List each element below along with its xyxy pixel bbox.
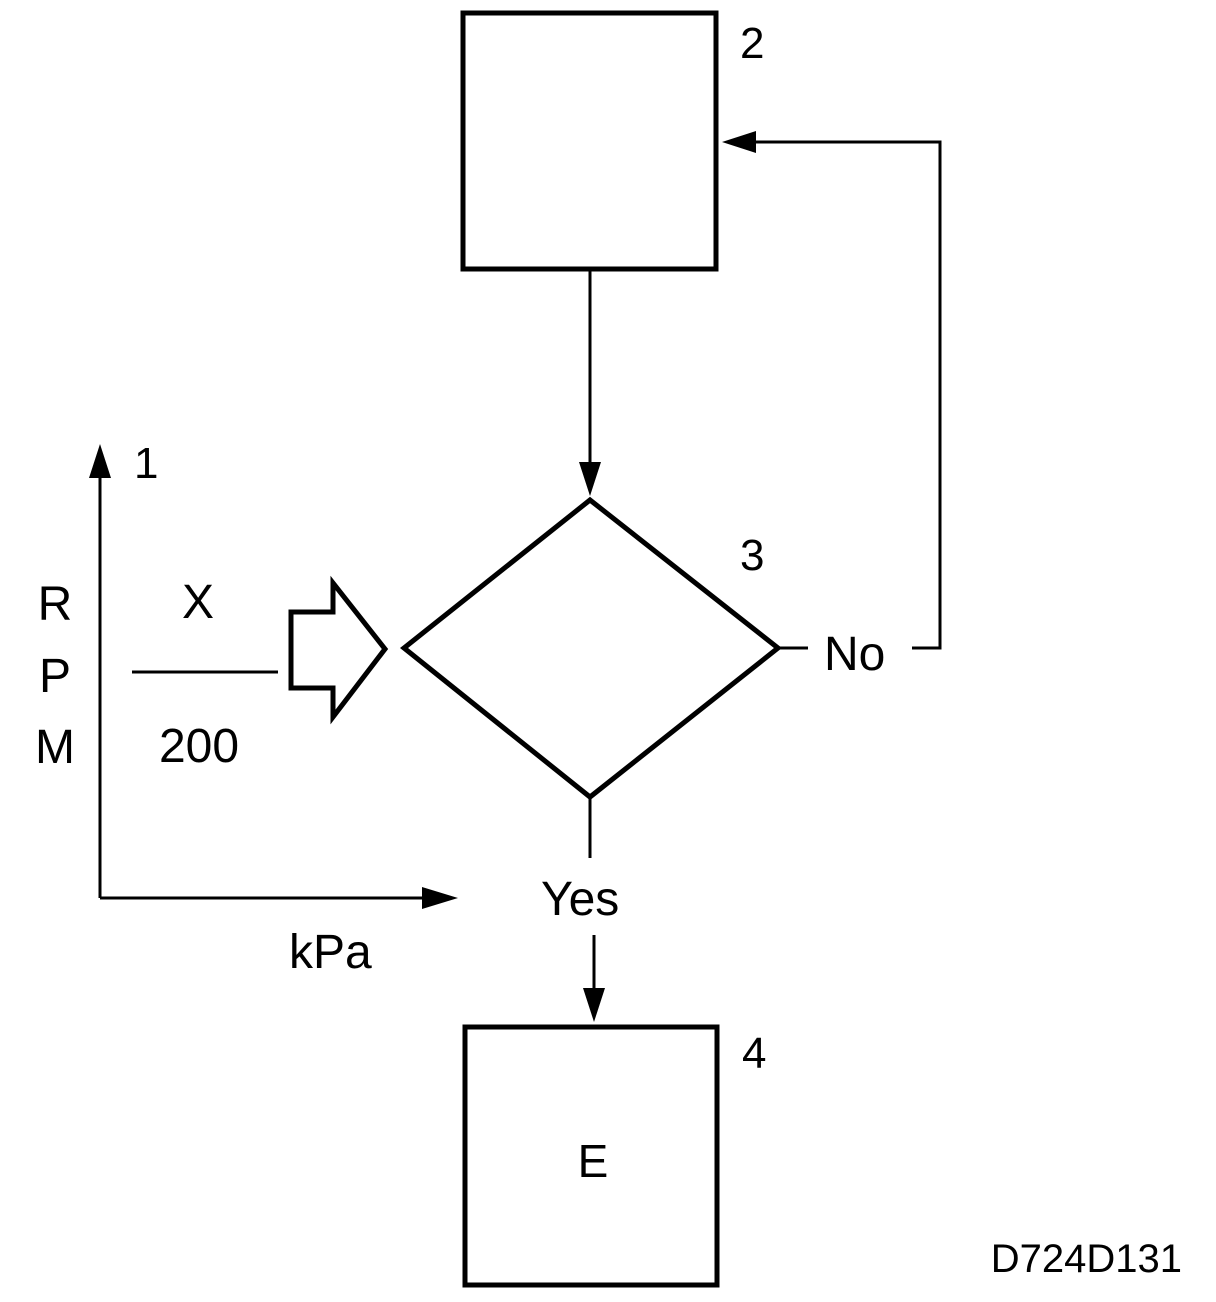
ref-label-1: 1 xyxy=(134,439,158,488)
y-axis-letter-p: P xyxy=(39,650,71,703)
yes-label: Yes xyxy=(541,873,619,926)
x-axis-arrowhead xyxy=(422,887,458,909)
process-box-2 xyxy=(460,10,719,272)
no-loop-line xyxy=(756,140,942,650)
box-4-text: E xyxy=(578,1135,609,1187)
y-axis-letter-m: M xyxy=(35,721,75,774)
ratio-numerator: X xyxy=(182,576,214,629)
ratio-denominator: 200 xyxy=(159,720,239,773)
process-box-4 xyxy=(462,1024,720,1288)
figure-id: D724D131 xyxy=(991,1237,1182,1281)
arrowhead-to-box4 xyxy=(583,988,605,1022)
x-axis-label: kPa xyxy=(289,926,372,979)
no-label: No xyxy=(824,628,885,681)
y-axis-arrowhead xyxy=(89,444,111,478)
block-arrow-icon xyxy=(288,575,389,725)
y-axis-letter-r: R xyxy=(38,578,73,631)
arrowhead-to-decision xyxy=(579,462,601,496)
ref-label-2: 2 xyxy=(740,19,764,68)
ref-label-3: 3 xyxy=(740,531,764,580)
decision-diamond-3 xyxy=(399,496,783,801)
ref-label-4: 4 xyxy=(742,1029,766,1078)
arrowhead-to-box2 xyxy=(722,131,756,153)
